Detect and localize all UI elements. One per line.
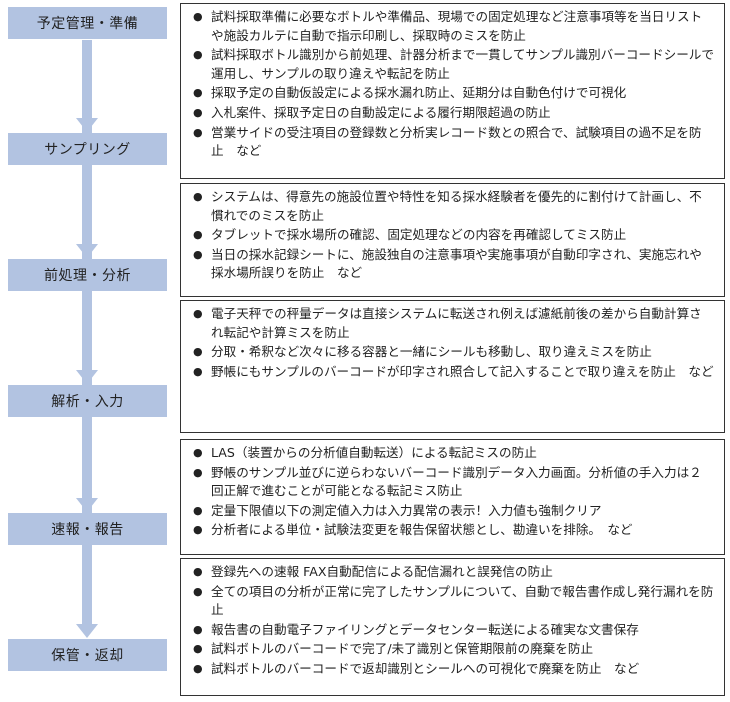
measure-item: 全ての項目の分析が正常に完了したサンプルについて、自動で報告書作成し発行漏れを防…	[193, 583, 714, 620]
step-analysis-input: 解析・入力	[8, 385, 167, 417]
measure-item: 試料採取準備に必要なボトルや準備品、現場での固定処理など注意事項等を当日リストや…	[193, 8, 714, 45]
measure-item: 入札案件、採取予定日の自動設定による履行期限超過の防止	[193, 104, 714, 123]
measures-box-sampling: システムは、得意先の施設位置や特性を知る採水経験者を優先的に割付けて計画し、不慣…	[180, 183, 725, 297]
measure-item: 野帳のサンプル並びに逆らわないバーコード識別データ入力画面。分析値の手入力は２回…	[193, 464, 714, 501]
measure-item: 採取予定の自動仮設定による採水漏れ防止、延期分は自動色付けで可視化	[193, 84, 714, 103]
step-storage-return: 保管・返却	[8, 639, 167, 671]
step-report: 速報・報告	[8, 513, 167, 545]
step-sampling: サンプリング	[8, 133, 167, 165]
measure-item: 当日の採水記録シートに、施設独自の注意事項や実施事項が自動印字され、実施忘れや採…	[193, 246, 714, 283]
measure-item: 分取・希釈など次々に移る容器と一緒にシールも移動し、取り違えミスを防止	[193, 343, 714, 362]
step-planning: 予定管理・準備	[8, 7, 167, 39]
measure-item: システムは、得意先の施設位置や特性を知る採水経験者を優先的に割付けて計画し、不慣…	[193, 188, 714, 225]
measure-item: 営業サイドの受注項目の登録数と分析実レコード数との照合で、試験項目の過不足を防止…	[193, 124, 714, 161]
measure-item: 野帳にもサンプルのバーコードが印字され照合して記入することで取り違えを防止 など	[193, 363, 714, 382]
step-pretreatment: 前処理・分析	[8, 259, 167, 291]
measure-item: 試料採取ボトル識別から前処理、計器分析まで一貫してサンプル識別バーコードシールで…	[193, 46, 714, 83]
measures-box-planning: 試料採取準備に必要なボトルや準備品、現場での固定処理など注意事項等を当日リストや…	[180, 3, 725, 179]
measure-item: 試料ボトルのバーコードで返却識別とシールへの可視化で廃棄を防止 など	[193, 660, 714, 679]
measure-item: 定量下限値以下の測定値入力は入力異常の表示！入力値も強制クリア	[193, 502, 714, 521]
measure-item: 報告書の自動電子ファイリングとデータセンター転送による確実な文書保存	[193, 621, 714, 640]
measure-item: 電子天秤での秤量データは直接システムに転送され例えば濾紙前後の差から自動計算され…	[193, 305, 714, 342]
measure-item: 登録先への速報 FAX自動配信による配信漏れと誤発信の防止	[193, 563, 714, 582]
measures-box-pretreatment: 電子天秤での秤量データは直接システムに転送され例えば濾紙前後の差から自動計算され…	[180, 300, 725, 433]
measure-item: LAS（装置からの分析値自動転送）による転記ミスの防止	[193, 444, 714, 463]
measures-box-report-storage: 登録先への速報 FAX自動配信による配信漏れと誤発信の防止 全ての項目の分析が正…	[180, 558, 725, 696]
measure-item: 分析者による単位・試験法変更を報告保留状態とし、勘違いを排除。 など	[193, 521, 714, 540]
measure-item: タブレットで採水場所の確認、固定処理などの内容を再確認してミス防止	[193, 226, 714, 245]
measures-box-analysis-input: LAS（装置からの分析値自動転送）による転記ミスの防止 野帳のサンプル並びに逆ら…	[180, 439, 725, 555]
measure-item: 試料ボトルのバーコードで完了/未了識別と保管期限前の廃棄を防止	[193, 640, 714, 659]
